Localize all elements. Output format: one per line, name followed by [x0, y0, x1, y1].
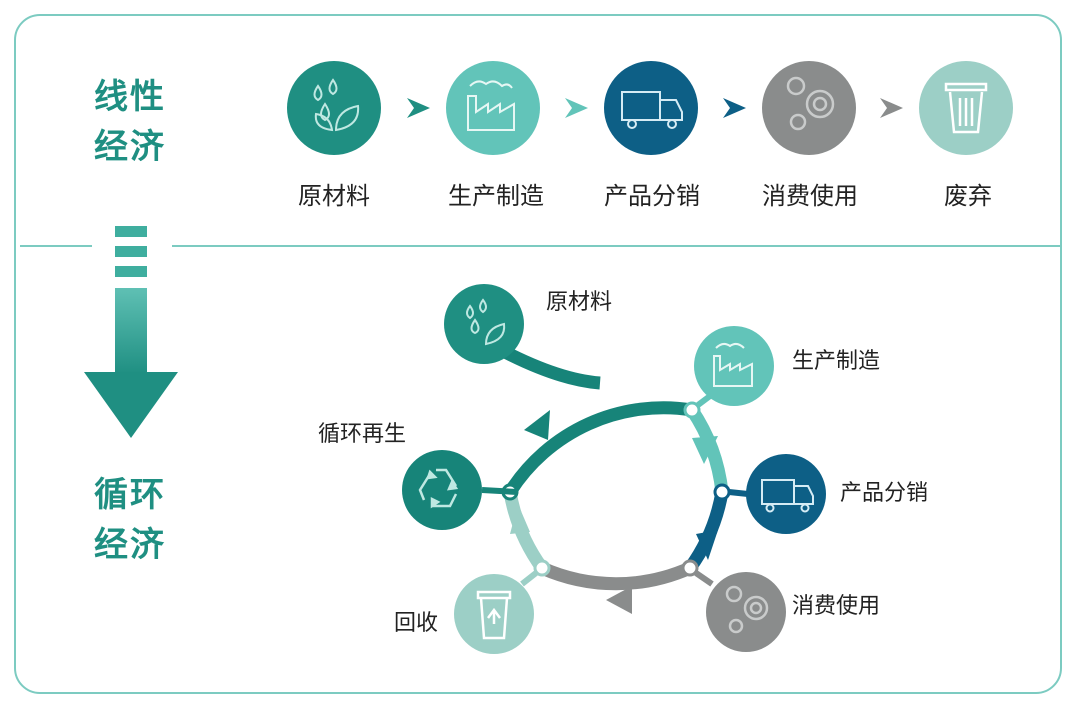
- cycle-label-recover: 回收: [394, 611, 439, 636]
- cycle-label-raw: 原材料: [546, 290, 613, 315]
- ring-arrow-icon: [510, 504, 530, 534]
- cycle-label-make: 生产制造: [792, 349, 881, 374]
- linear-step-dist: [604, 61, 698, 155]
- linear-arrow-icon: [565, 98, 588, 118]
- connector-line: [481, 487, 518, 495]
- circular-title-line-2: 经济: [94, 525, 166, 565]
- linear-arrow-icon: [407, 98, 430, 118]
- cycle-step-make: [694, 326, 774, 406]
- connector-line: [520, 570, 538, 587]
- linear-economy-title: 线性 经济: [70, 72, 190, 172]
- gears-icon: [725, 585, 769, 634]
- linear-title-line-1: 线性: [94, 77, 166, 117]
- connector-line: [728, 489, 749, 497]
- linear-step-waste: [919, 61, 1013, 155]
- ring-arrow-icon: [606, 586, 632, 614]
- raw-feed-curve: [502, 346, 601, 390]
- truck-icon: [621, 91, 683, 129]
- trash-can-icon: [944, 82, 988, 134]
- factory-icon: [713, 342, 753, 387]
- cycle-step-raw: [444, 284, 524, 364]
- cycle-label-regenerate: 循环再生: [318, 422, 407, 447]
- section-divider: [20, 245, 92, 247]
- water-leaf-icon: [466, 298, 506, 346]
- connector-line: [694, 570, 714, 587]
- linear-label-use: 消费使用: [762, 182, 858, 210]
- cycle-step-use: [706, 572, 786, 652]
- linear-step-use: [762, 61, 856, 155]
- linear-arrow-icon: [880, 98, 903, 118]
- linear-label-raw: 原材料: [298, 182, 370, 210]
- linear-label-waste: 废弃: [944, 182, 992, 210]
- cycle-step-dist: [746, 454, 826, 534]
- cycle-step-recover: [454, 574, 534, 654]
- factory-icon: [467, 80, 515, 131]
- recycle-icon: [418, 468, 459, 509]
- truck-icon: [761, 479, 814, 513]
- cycle-label-use: 消费使用: [792, 594, 881, 619]
- linear-label-dist: 产品分销: [604, 182, 700, 210]
- water-leaf-icon: [313, 78, 360, 132]
- linear-label-make: 生产制造: [448, 182, 544, 210]
- down-arrow-icon: [84, 226, 178, 438]
- circular-economy-title: 循环 经济: [70, 470, 190, 570]
- recycle-bin-icon: [476, 590, 512, 640]
- ring-arrow-icon: [692, 436, 718, 464]
- cycle-step-regenerate: [402, 450, 482, 530]
- linear-step-make: [446, 61, 540, 155]
- ring-arrow-icon: [696, 530, 718, 560]
- linear-step-raw: [287, 61, 381, 155]
- circular-title-line-1: 循环: [94, 475, 166, 515]
- cycle-label-dist: 产品分销: [840, 481, 929, 506]
- diagram-frame: [14, 14, 1062, 694]
- linear-title-line-2: 经济: [94, 127, 166, 167]
- section-divider: [172, 245, 1062, 247]
- linear-arrow-icon: [723, 98, 746, 118]
- gears-icon: [786, 76, 835, 131]
- ring-arrow-icon: [524, 410, 550, 440]
